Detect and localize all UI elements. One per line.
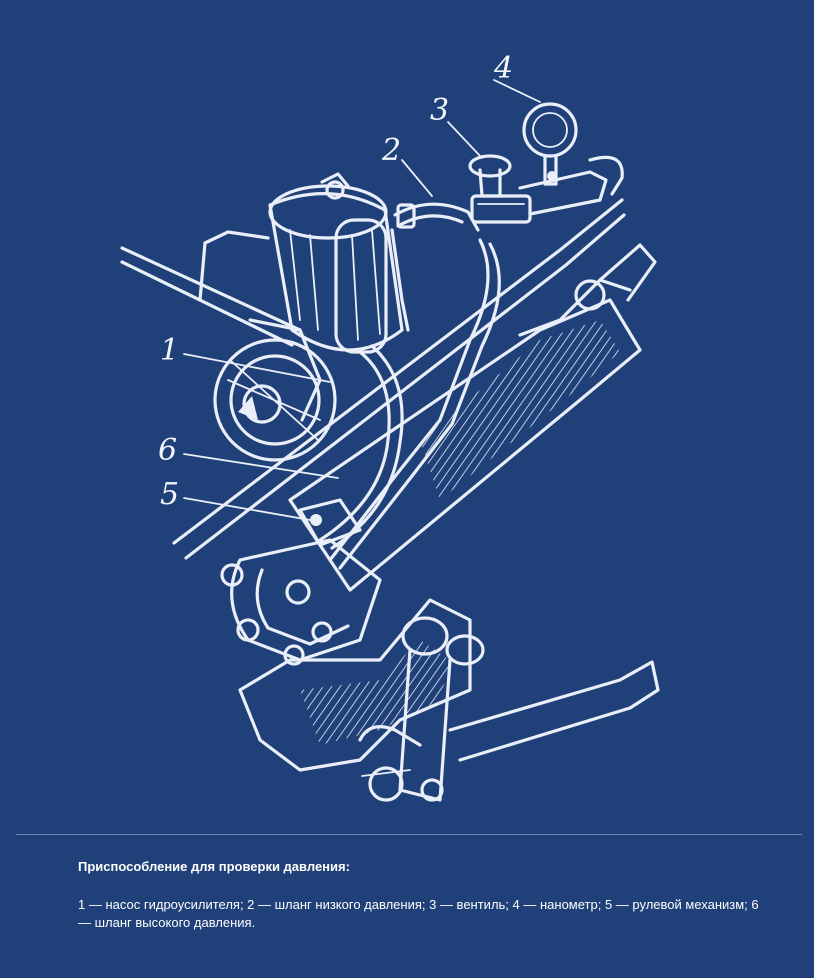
pressure-test-diagram: 4 3 2 1 6 5 xyxy=(120,51,660,802)
callout-5: 5 xyxy=(160,477,179,512)
pressure-gauge xyxy=(518,102,624,216)
caption-title: Приспособление для проверки давления: xyxy=(78,859,350,874)
callout-2: 2 xyxy=(381,133,401,168)
caption-legend: 1 — насос гидроусилителя; 2 — шланг низк… xyxy=(78,897,759,930)
power-steering-pump xyxy=(213,172,410,462)
callout-leaders xyxy=(183,79,541,521)
callout-3: 3 xyxy=(430,93,449,128)
pitman-arm xyxy=(361,616,660,802)
callout-4: 4 xyxy=(493,51,513,86)
mounting-bracket xyxy=(120,198,626,560)
callout-6: 6 xyxy=(158,433,177,468)
figure-caption: Приспособление для проверки давления: 1 … xyxy=(78,858,768,932)
shutoff-valve xyxy=(468,154,532,224)
callout-labels: 4 3 2 1 6 5 xyxy=(158,51,513,512)
low-pressure-hose xyxy=(393,202,480,232)
caption-divider xyxy=(16,834,802,835)
callout-1: 1 xyxy=(160,333,179,368)
steering-gear xyxy=(220,243,657,772)
